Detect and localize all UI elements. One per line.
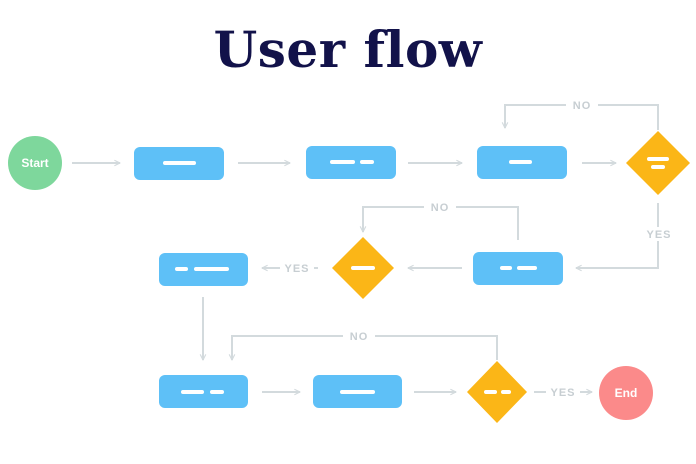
end-label: End: [615, 386, 638, 400]
label-yes-1: YES: [646, 229, 671, 241]
label-no-3: NO: [350, 331, 369, 343]
process-step-6: [159, 375, 248, 408]
process-step-5: [159, 253, 248, 286]
label-no-1: NO: [573, 100, 592, 112]
process-step-3: [477, 146, 567, 179]
label-yes-3: YES: [550, 387, 575, 399]
label-no-2: NO: [431, 202, 450, 214]
decision-1: [626, 131, 690, 195]
process-step-7: [313, 375, 402, 408]
start-label: Start: [21, 156, 48, 170]
process-step-1: [134, 147, 224, 180]
label-yes-2: YES: [284, 263, 309, 275]
process-step-2: [306, 146, 396, 179]
decision-3: [467, 361, 527, 423]
connector-decision-1-yes: [576, 203, 659, 268]
start-node: Start: [8, 136, 62, 190]
page-title: User flow: [213, 20, 483, 79]
end-node: End: [599, 366, 653, 420]
process-step-4: [473, 252, 563, 285]
decision-2: [332, 237, 394, 299]
